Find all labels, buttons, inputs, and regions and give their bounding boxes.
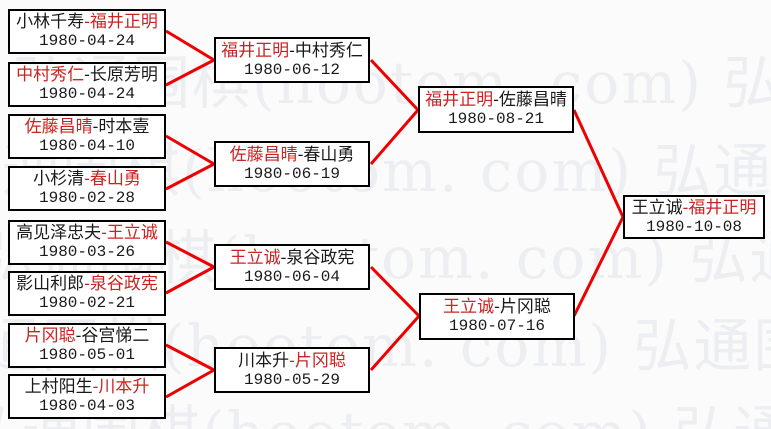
connector-line [369,109,420,165]
connector-line [369,315,421,371]
connector-line [165,58,215,87]
match-date: 1980-02-21 [38,294,135,312]
match-players: 王立诚-片冈聪 [443,297,551,317]
match-box-r2-1: 福井正明-中村秀仁 1980-06-12 [214,37,370,83]
match-date: 1980-08-21 [447,110,544,128]
match-box-r2-4: 川本升-片冈聪 1980-05-29 [214,347,370,393]
match-date: 1980-06-12 [243,60,340,79]
match-box-final: 王立诚-福井正明 1980-10-08 [623,195,765,239]
match-date: 1980-02-28 [38,189,135,207]
match-box-r2-2: 佐藤昌晴-春山勇 1980-06-19 [214,141,370,187]
match-date: 1980-03-26 [38,243,135,261]
connector-line [165,368,215,399]
match-players: 小杉清-春山勇 [33,169,141,189]
match-box-r1-6: 影山利郎-泉谷政宪 1980-02-21 [8,271,166,316]
match-date: 1980-10-08 [645,217,742,236]
winner-name: -福井正明 [84,12,158,32]
match-players: 王立诚-福井正明 [632,198,757,218]
winner-name: 佐藤昌晴 [24,117,93,137]
match-box-r2-3: 王立诚-泉谷政宪 1980-06-04 [214,244,370,290]
winner-name: 佐藤昌晴 [229,144,298,165]
match-date: 1980-05-29 [243,370,340,389]
match-date: 1980-05-01 [38,346,135,364]
player-name: 小林千寿 [16,12,85,32]
player-name: -时本壹 [92,117,150,137]
match-box-r3-1: 福井正明-佐藤昌晴 1980-08-21 [418,86,574,133]
match-players: 王立诚-泉谷政宪 [230,248,355,268]
match-box-r1-1: 小林千寿-福井正明 1980-04-24 [8,9,166,54]
player-name: 上村阳生 [24,377,93,397]
match-box-r1-4: 小杉清-春山勇 1980-02-28 [8,166,166,211]
winner-name: -福井正明 [682,197,757,218]
winner-name: 王立诚 [229,247,281,268]
player-name: -长原芳明 [84,65,158,85]
connector-line [572,109,625,218]
match-box-r1-7: 片冈聪-谷宫悌二 1980-05-01 [8,323,166,368]
match-box-r3-2: 王立诚-片冈聪 1980-07-16 [419,293,575,340]
winner-name: -片冈聪 [289,350,346,371]
match-players: 片冈聪-谷宫悌二 [25,326,150,346]
match-box-r1-3: 佐藤昌晴-时本壹 1980-04-10 [8,114,166,159]
match-date: 1980-07-16 [448,317,545,335]
connector-line [165,162,215,191]
match-date: 1980-04-24 [38,32,135,50]
connector-line [165,134,215,166]
player-name: -中村秀仁 [289,40,363,61]
match-players: 影山利郎-泉谷政宪 [16,274,158,294]
connector-line [165,265,215,295]
player-name: 小杉清 [33,169,85,189]
match-box-r1-2: 中村秀仁-长原芳明 1980-04-24 [8,62,166,107]
player-name: 影山利郎 [16,274,85,294]
connector-line [165,240,215,269]
winner-name: -川本升 [92,377,150,397]
player-name: -泉谷政宪 [280,247,355,268]
match-date: 1980-04-24 [38,85,135,103]
connector-line [165,343,215,372]
connector-line [165,29,215,62]
match-box-r1-5: 高见泽忠夫-王立诚 1980-03-26 [8,220,166,265]
connector-line [572,216,625,317]
player-name: 王立诚 [631,197,683,218]
player-name: -谷宫悌二 [75,326,150,346]
winner-name: -王立诚 [101,223,158,243]
player-name: -佐藤昌晴 [493,90,567,110]
match-players: 川本升-片冈聪 [238,351,346,371]
player-name: 高见泽忠夫 [16,223,102,243]
winner-name: 中村秀仁 [16,65,85,85]
match-players: 佐藤昌晴-时本壹 [25,117,150,137]
winner-name: 王立诚 [443,297,495,317]
match-players: 上村阳生-川本升 [25,377,150,397]
player-name: -春山勇 [297,144,355,165]
match-players: 福井正明-中村秀仁 [221,41,363,61]
match-date: 1980-04-03 [38,397,135,415]
winner-name: -泉谷政宪 [84,274,158,294]
player-name: 川本升 [238,350,290,371]
winner-name: 福井正明 [221,40,290,61]
match-date: 1980-06-19 [243,164,340,183]
match-players: 福井正明-佐藤昌晴 [425,90,567,110]
match-date: 1980-04-10 [38,137,135,155]
player-name: -片冈聪 [494,297,551,317]
match-players: 佐藤昌晴-春山勇 [230,145,355,165]
winner-name: 福井正明 [425,90,494,110]
winner-name: -春山勇 [84,169,141,189]
match-players: 中村秀仁-长原芳明 [16,65,158,85]
winner-name: 片冈聪 [24,326,76,346]
match-date: 1980-06-04 [243,267,340,286]
connector-line [369,58,420,112]
match-box-r1-8: 上村阳生-川本升 1980-04-03 [8,374,166,419]
match-players: 高见泽忠夫-王立诚 [16,223,158,243]
connector-line [369,265,421,318]
match-players: 小林千寿-福井正明 [16,12,158,32]
